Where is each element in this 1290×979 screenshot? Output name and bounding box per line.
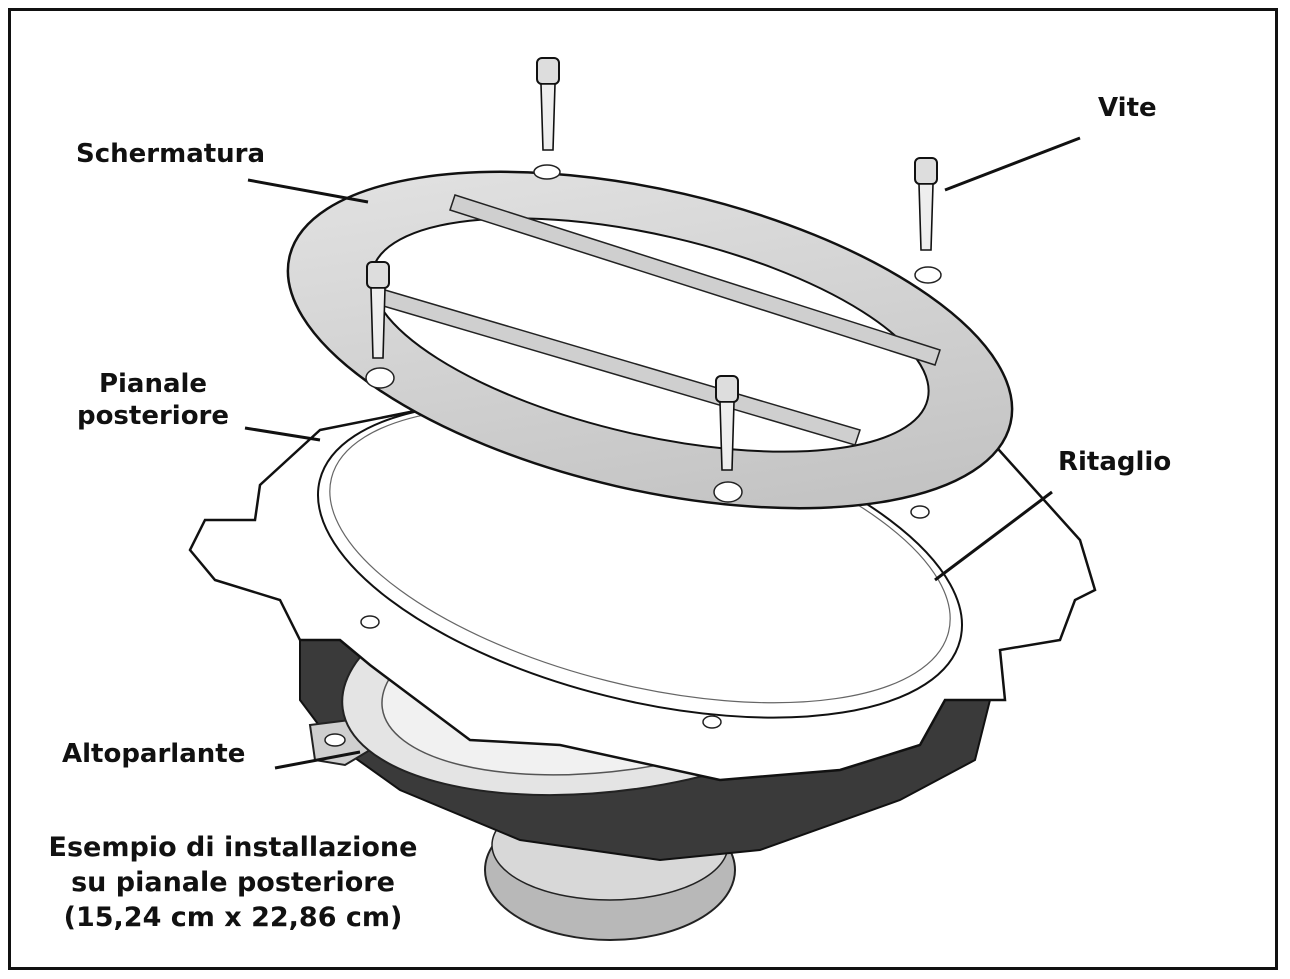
leader-lines <box>244 136 1081 770</box>
caption-line1: Esempio di installazione <box>48 832 418 863</box>
label-speaker: Altoparlante <box>62 739 246 769</box>
label-shield: Schermatura <box>76 139 266 169</box>
screw-top <box>536 57 560 151</box>
label-rear-deck: Pianale posteriore <box>68 368 238 432</box>
label-cutout: Ritaglio <box>1058 447 1172 477</box>
screw-bottom <box>715 375 739 471</box>
leader-rear-deck <box>244 426 321 442</box>
leader-screw <box>944 136 1081 192</box>
shield <box>286 164 1014 510</box>
label-screw: Vite <box>1098 93 1157 123</box>
caption-line2: su pianale posteriore <box>71 867 395 898</box>
caption: Esempio di installazione su pianale post… <box>38 830 428 935</box>
screws <box>366 57 938 471</box>
screw-left <box>366 261 390 359</box>
leader-speaker <box>274 750 361 770</box>
screw-right <box>914 157 938 251</box>
leader-cutout <box>934 490 1053 582</box>
caption-line3: (15,24 cm x 22,86 cm) <box>63 902 403 933</box>
label-rear-deck-line1: Pianale <box>98 369 208 399</box>
label-rear-deck-line2: posteriore <box>76 401 230 431</box>
leader-shield <box>247 178 369 204</box>
